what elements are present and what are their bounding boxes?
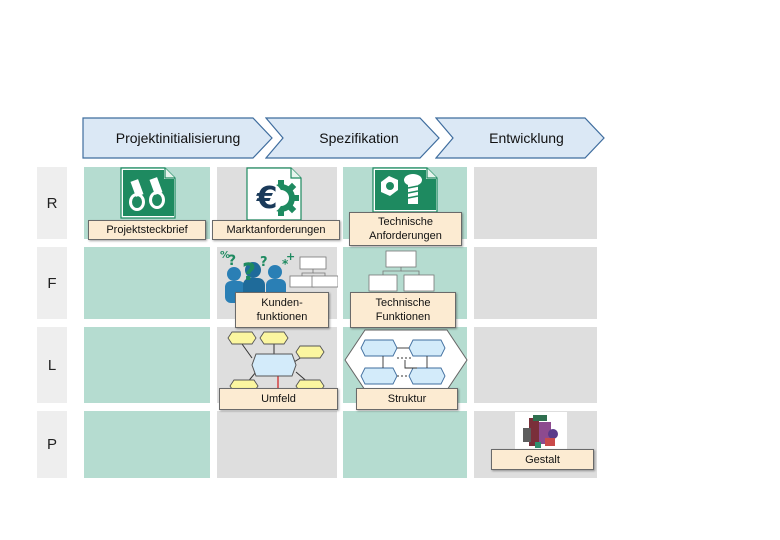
svg-text:€: € bbox=[256, 181, 278, 216]
cell-p-1 bbox=[84, 411, 210, 478]
label-umfeld: Umfeld bbox=[219, 388, 338, 410]
phase-label: Entwicklung bbox=[489, 130, 564, 146]
phase-label: Spezifikation bbox=[319, 130, 399, 146]
cell-f-1 bbox=[84, 247, 210, 319]
label-kundenfunktionen: Kunden-funktionen bbox=[235, 292, 329, 328]
svg-text:*: * bbox=[282, 257, 289, 271]
cell-p-2 bbox=[217, 411, 337, 478]
phase-label: Projektinitialisierung bbox=[115, 130, 241, 146]
svg-text:?: ? bbox=[242, 258, 256, 286]
label-gestalt: Gestalt bbox=[491, 449, 594, 470]
label-marktanforderungen: Marktanforderungen bbox=[212, 220, 340, 240]
cell-l-1 bbox=[84, 327, 210, 403]
chevron-shape bbox=[265, 117, 440, 159]
svg-text:%: % bbox=[220, 250, 230, 261]
cell-r-4 bbox=[474, 167, 597, 239]
chevron-shape bbox=[82, 117, 273, 159]
chevron-shape bbox=[435, 117, 605, 159]
product-shape-icon bbox=[515, 412, 567, 450]
cell-l-4 bbox=[474, 327, 597, 403]
svg-text:?: ? bbox=[260, 255, 268, 270]
row-label-f: F bbox=[37, 247, 67, 319]
phase-projektinitialisierung: Projektinitialisierung bbox=[82, 117, 274, 159]
structure-hexagon-icon bbox=[344, 329, 468, 391]
cell-f-4 bbox=[474, 247, 597, 319]
label-projektsteckbrief: Projektsteckbrief bbox=[88, 220, 206, 240]
phase-spezifikation: Spezifikation bbox=[265, 117, 441, 159]
screw-nut-document-icon bbox=[372, 167, 438, 213]
euro-gear-document-icon: € bbox=[246, 167, 302, 221]
label-struktur: Struktur bbox=[356, 388, 458, 410]
row-label-r: R bbox=[37, 167, 67, 239]
binoculars-document-icon bbox=[120, 167, 176, 219]
cell-p-3 bbox=[343, 411, 467, 478]
svg-text:+: + bbox=[286, 250, 295, 263]
label-technische-funktionen: Technische Funktionen bbox=[350, 292, 456, 328]
row-label-l: L bbox=[37, 327, 67, 403]
function-tree-icon bbox=[368, 250, 435, 292]
row-label-p: P bbox=[37, 411, 67, 478]
label-technische-anforderungen: Technische Anforderungen bbox=[349, 212, 462, 246]
environment-flow-icon bbox=[227, 331, 325, 390]
svg-text:?: ? bbox=[228, 253, 236, 269]
phase-entwicklung: Entwicklung bbox=[435, 117, 606, 159]
